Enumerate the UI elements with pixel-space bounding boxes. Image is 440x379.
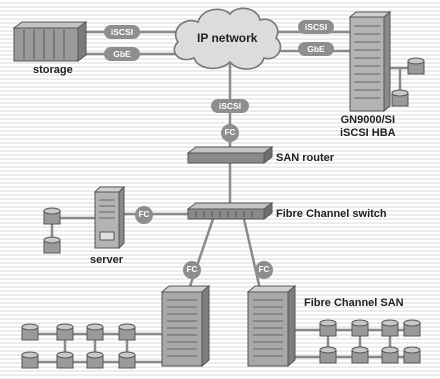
server-label: server [90, 254, 124, 266]
gbe-tag-hba: GbE [298, 42, 334, 56]
fc-switch-label: Fibre Channel switch [276, 208, 387, 220]
iscsi-tag-storage: iSCSI [104, 25, 140, 39]
disk-icon [381, 346, 399, 364]
disk-icon [351, 319, 369, 337]
fc-tag-san-left: FC [183, 261, 201, 279]
disk-icon [21, 351, 39, 369]
san-router-label: SAN router [276, 152, 335, 164]
ip-network-label: IP network [197, 31, 258, 45]
fc-switch-icon [186, 202, 274, 220]
disk-icon [56, 323, 74, 341]
disk-icon [403, 346, 421, 364]
disk-icon [351, 346, 369, 364]
iscsi-tag-router: iSCSI [211, 99, 249, 113]
disk-icon [21, 323, 39, 341]
disk-icon [86, 323, 104, 341]
disk-icon [43, 236, 61, 254]
disk-icon [391, 89, 409, 107]
storage-label: storage [33, 64, 73, 76]
fc-storage-tower-right-icon [246, 284, 297, 368]
disk-icon [319, 319, 337, 337]
iscsi-tag-hba: iSCSI [298, 20, 334, 34]
disk-icon [56, 351, 74, 369]
disk-icons [21, 57, 425, 369]
fc-tag-server: FC [135, 206, 153, 224]
disk-icon [403, 319, 421, 337]
hba-server-tower-icon [348, 10, 392, 113]
disk-icon [118, 323, 136, 341]
fc-tag-san-right: FC [255, 261, 273, 279]
fc-tag-router: FC [221, 124, 239, 142]
san-router-icon [186, 146, 274, 164]
ip-network-cloud-icon [173, 7, 282, 70]
disk-icon [43, 207, 61, 225]
fc-storage-tower-left-icon [160, 284, 211, 368]
disk-icon [381, 319, 399, 337]
gbe-tag-storage: GbE [104, 47, 140, 61]
hba-label: GN9000/SI iSCSI HBA [340, 114, 396, 139]
storage-array-icon [12, 21, 88, 62]
server-tower-icon [93, 185, 126, 250]
disk-icon [86, 351, 104, 369]
fc-san-label: Fibre Channel SAN [304, 297, 404, 309]
disk-icon [319, 346, 337, 364]
disk-icon [407, 57, 425, 75]
disk-icon [118, 351, 136, 369]
